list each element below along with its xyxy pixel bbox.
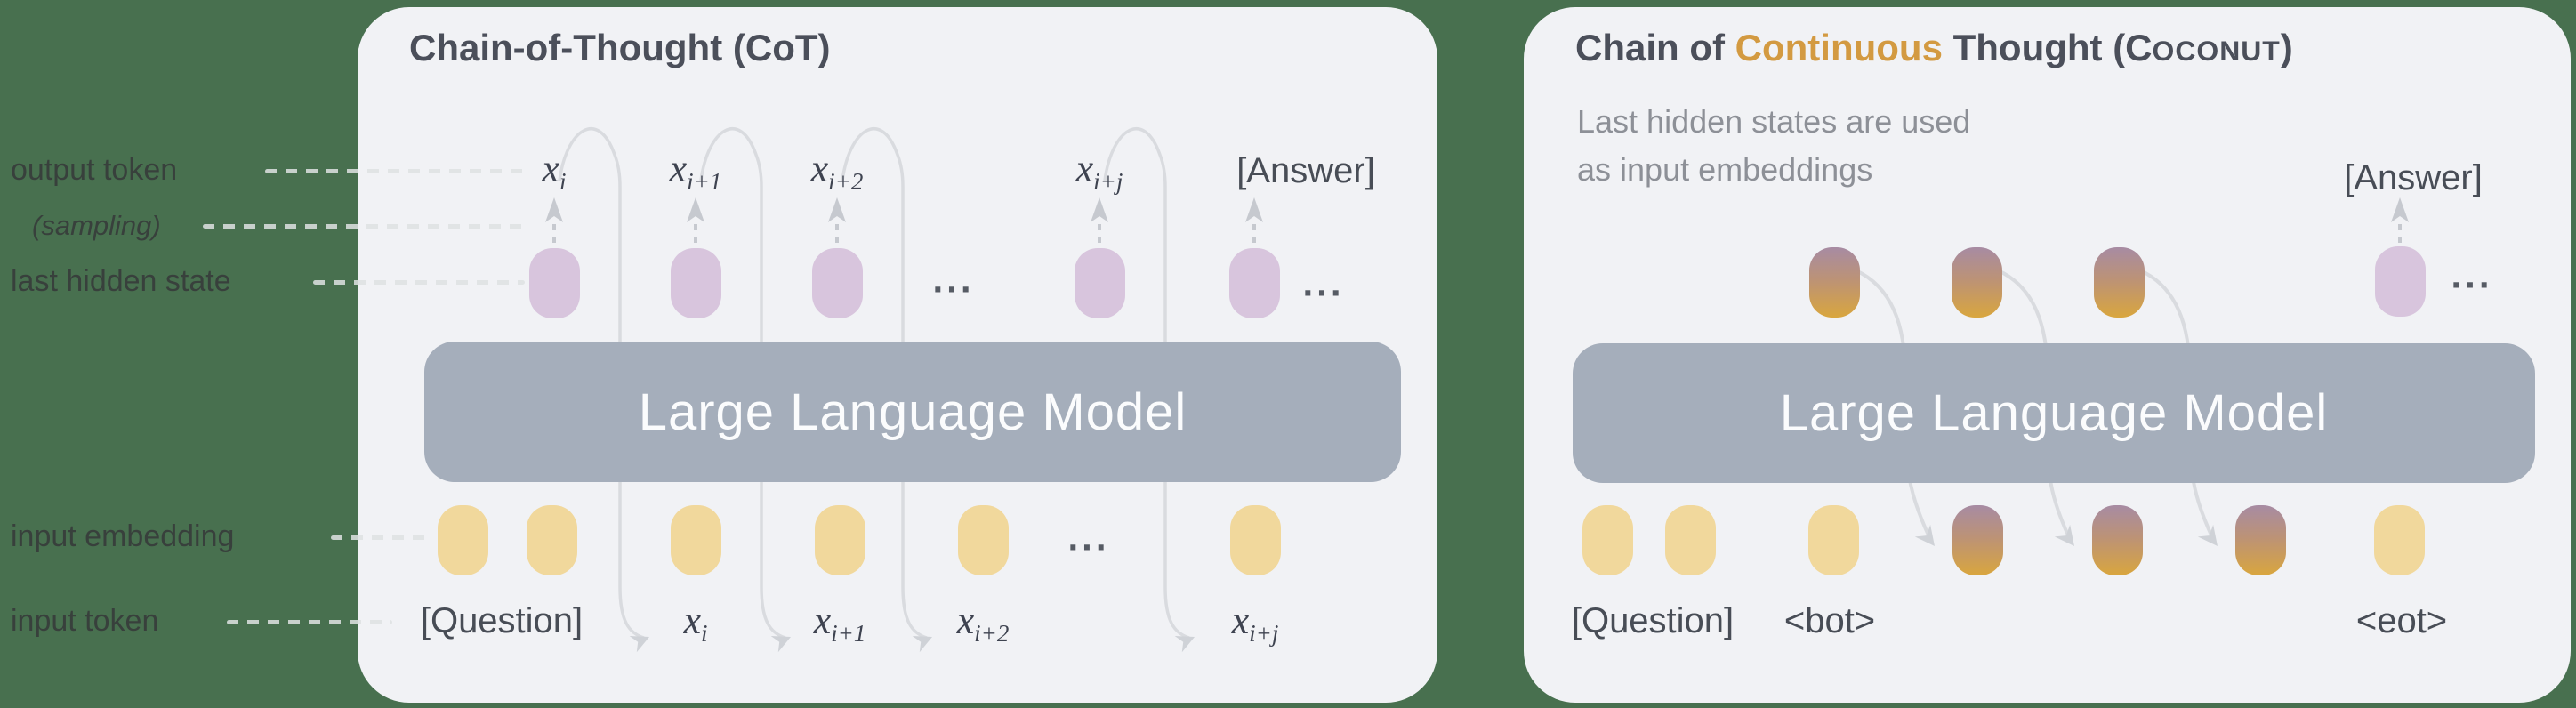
input-token-xi1: xi+1 xyxy=(814,598,866,648)
output-token-xi: xi xyxy=(542,146,566,196)
title-part: Chain of xyxy=(1575,27,1735,68)
hidden-state-pill xyxy=(812,248,863,318)
sampling-up-arrow xyxy=(2391,197,2409,243)
input-embedding-pill xyxy=(671,505,721,575)
thought-feedback-arrowheads xyxy=(1914,524,2218,546)
coconut-panel-title: Chain of Continuous Thought (COCONUT) xyxy=(1575,27,2293,69)
cot-panel: Chain-of-Thought (CoT) xyxy=(358,7,1437,703)
input-token-xij: xi+j xyxy=(1232,598,1279,648)
label-input-token: input token xyxy=(11,604,159,638)
token-sub: i xyxy=(559,168,567,195)
hidden-state-pill xyxy=(1229,248,1280,318)
input-embedding-pill xyxy=(527,505,577,575)
input-embedding-pill xyxy=(1582,505,1633,575)
question-label: [Question] xyxy=(420,601,584,640)
title-part: ) xyxy=(2280,27,2293,68)
label-input-embedding: input embedding xyxy=(11,519,235,553)
dash-line-last-hidden-state xyxy=(313,280,525,285)
hidden-state-pill xyxy=(529,248,580,318)
output-token-xij: xi+j xyxy=(1076,146,1123,196)
feedback-curve-arrows xyxy=(558,127,1190,640)
input-embedding-pill xyxy=(438,505,488,575)
hidden-state-pill xyxy=(1075,248,1125,318)
dash-line-output-token xyxy=(265,169,525,173)
coconut-panel: Chain of Continuous Thought (COCONUT) La… xyxy=(1524,7,2571,703)
token-sub: i xyxy=(701,620,708,647)
sampling-up-arrows xyxy=(545,197,1263,245)
continuous-thought-input-pill xyxy=(1952,505,2003,575)
continuous-thought-pill xyxy=(2094,247,2145,318)
cot-panel-title: Chain-of-Thought (CoT) xyxy=(409,27,831,68)
output-token-xi2: xi+2 xyxy=(811,146,864,196)
token-base: x xyxy=(956,599,975,642)
title-part: Thought (C xyxy=(1942,27,2153,68)
input-embedding-pill xyxy=(815,505,865,575)
input-embedding-pill xyxy=(1808,505,1859,575)
input-embedding-pill xyxy=(1665,505,1716,575)
label-output-token: output token xyxy=(11,153,178,187)
subtitle-line-2: as input embeddings xyxy=(1577,151,1873,188)
token-sub: i+j xyxy=(1093,168,1123,195)
token-sub: i+1 xyxy=(831,620,866,647)
token-base: x xyxy=(669,147,688,190)
continuous-thought-pill xyxy=(1809,247,1860,318)
hidden-state-pill xyxy=(2375,246,2426,317)
title-smallcaps-coconut: OCONUT xyxy=(2152,35,2281,67)
llm-box: Large Language Model xyxy=(424,342,1401,482)
input-embedding-pill xyxy=(958,505,1009,575)
continuous-thought-input-pill xyxy=(2235,505,2286,575)
feedback-curve-arrowheads xyxy=(629,635,1195,653)
title-highlight-continuous: Continuous xyxy=(1735,27,1943,68)
continuous-thought-pill xyxy=(1952,247,2002,318)
token-base: x xyxy=(813,599,832,642)
token-sub: i+2 xyxy=(974,620,1010,647)
bot-label: <bot> xyxy=(1783,601,1876,640)
token-base: x xyxy=(542,147,560,190)
ellipsis: ... xyxy=(1302,261,1345,304)
token-sub: i+1 xyxy=(687,168,722,195)
token-sub: i+2 xyxy=(828,168,864,195)
continuous-thought-input-pill xyxy=(2092,505,2143,575)
ellipsis: ... xyxy=(932,258,975,301)
input-token-xi2: xi+2 xyxy=(957,598,1010,648)
label-last-hidden-state: last hidden state xyxy=(11,264,231,298)
cot-arrows-layer xyxy=(545,127,1263,653)
ellipsis: ... xyxy=(1067,516,1110,559)
token-base: x xyxy=(1231,599,1250,642)
eot-label: <eot> xyxy=(2355,601,2448,640)
answer-label: [Answer] xyxy=(2344,158,2483,197)
token-sub: i+j xyxy=(1249,620,1279,647)
token-base: x xyxy=(810,147,829,190)
answer-label: [Answer] xyxy=(1236,151,1375,190)
output-token-xi1: xi+1 xyxy=(670,146,722,196)
dash-line-sampling xyxy=(203,224,525,229)
input-embedding-pill xyxy=(1230,505,1281,575)
input-embedding-pill xyxy=(2374,505,2425,575)
token-base: x xyxy=(683,599,702,642)
label-sampling: (sampling) xyxy=(32,210,161,241)
token-base: x xyxy=(1075,147,1094,190)
dash-line-input-token xyxy=(227,620,392,624)
hidden-state-pill xyxy=(671,248,721,318)
question-label: [Question] xyxy=(1571,601,1735,640)
input-token-xi: xi xyxy=(683,598,707,648)
ellipsis: ... xyxy=(2451,253,2493,296)
subtitle-line-1: Last hidden states are used xyxy=(1577,103,1971,140)
dash-line-input-embedding xyxy=(331,535,431,540)
llm-box: Large Language Model xyxy=(1573,343,2535,483)
